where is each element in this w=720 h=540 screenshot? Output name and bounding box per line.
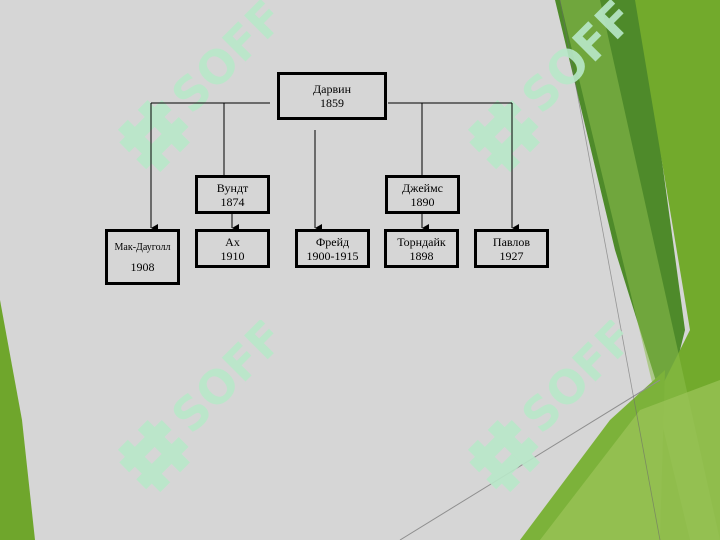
node-name: Ах	[225, 234, 240, 249]
node-year: 1910	[220, 248, 245, 263]
node-name: Джеймс	[402, 180, 443, 195]
node-year: 1908	[130, 259, 155, 274]
node-darwin: Дарвин 1859	[277, 72, 387, 120]
node-year: 1927	[499, 248, 524, 263]
watermark-logo: SOFF	[467, 0, 640, 173]
node-thorndike: Торндайк 1898	[384, 229, 459, 268]
node-year: 1874	[220, 194, 245, 209]
node-name: Мак-Дауголл	[114, 241, 171, 253]
node-name: Павлов	[492, 234, 531, 249]
node-name: Вундт	[216, 180, 249, 195]
watermark-logo: SOFF	[467, 320, 640, 493]
node-year: 1900-1915	[306, 248, 359, 263]
node-freud: Фрейд 1900-1915	[295, 229, 370, 268]
green-left-shape	[0, 300, 35, 540]
node-wundt: Вундт 1874	[195, 175, 270, 214]
node-name: Торндайк	[397, 234, 446, 249]
node-year: 1898	[409, 248, 434, 263]
node-year: 1890	[410, 194, 435, 209]
node-pavlov: Павлов 1927	[474, 229, 549, 268]
node-name: Дарвин	[312, 82, 352, 96]
node-name: Фрейд	[315, 234, 350, 249]
node-james: Джеймс 1890	[385, 175, 460, 214]
green-bottom-light-shape	[540, 380, 720, 540]
thin-line-vertical	[559, 0, 661, 540]
node-year: 1859	[320, 96, 344, 110]
watermark-logo: SOFF	[117, 320, 290, 493]
node-mcdougall: Мак-Дауголл 1908	[105, 229, 180, 285]
node-ach: Ах 1910	[195, 229, 270, 268]
